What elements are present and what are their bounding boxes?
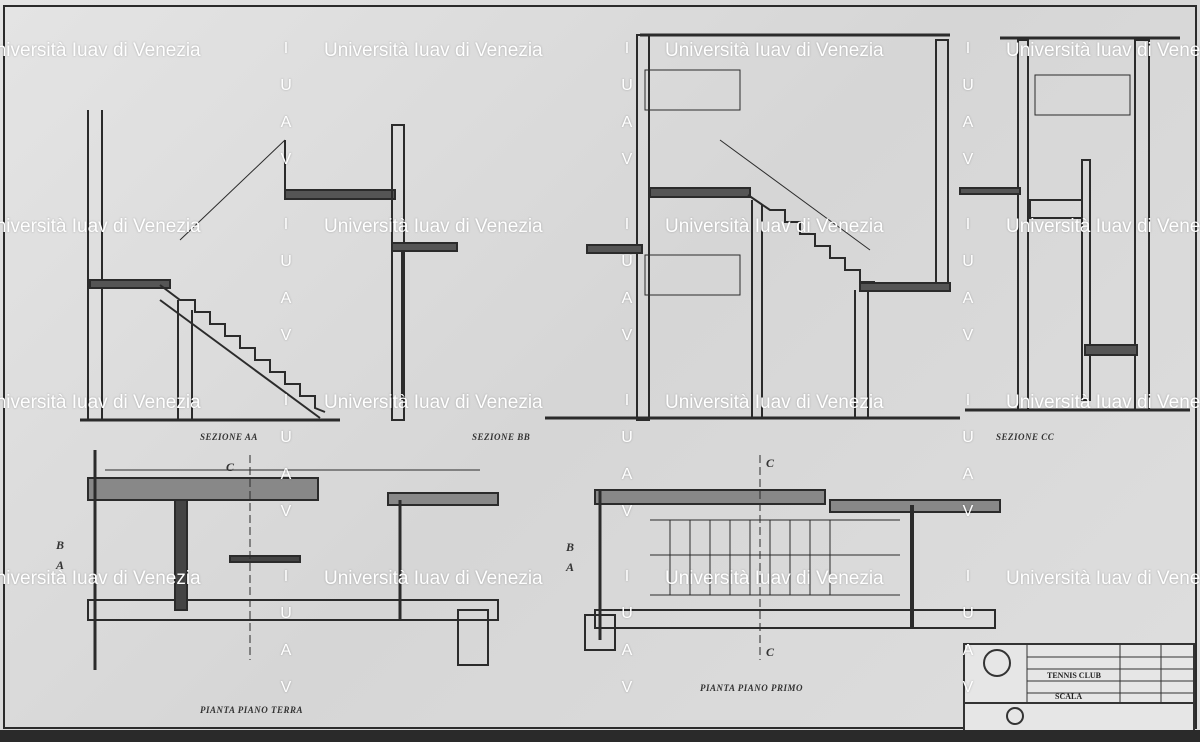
- plan-ground-floor-drawing: [87, 450, 499, 670]
- watermark-letter: I: [283, 216, 289, 233]
- watermark-text: Università Iuav di Venezia: [1006, 40, 1200, 61]
- watermark-text: Università Iuav di Venezia: [324, 216, 543, 237]
- watermark-letter: U: [280, 429, 292, 446]
- watermark-letter: A: [280, 114, 292, 131]
- watermark-letter: V: [621, 151, 633, 168]
- watermark-text: Università Iuav di Venezia: [1006, 568, 1200, 589]
- watermark-text: Università Iuav di Venezia: [324, 568, 543, 589]
- watermark-letter: I: [965, 392, 971, 409]
- watermark-letter: U: [962, 605, 974, 622]
- watermark-letter: U: [962, 253, 974, 270]
- watermark-text: Università Iuav di Venezia: [0, 568, 201, 589]
- watermark-letter: A: [280, 466, 292, 483]
- title-block-grid: [965, 645, 1193, 725]
- watermark-text: Università Iuav di Venezia: [324, 392, 543, 413]
- watermark-letter: U: [962, 77, 974, 94]
- label-section-aa: SEZIONE AA: [200, 432, 258, 442]
- watermark-letter: A: [962, 114, 974, 131]
- watermark-text: Università Iuav di Venezia: [665, 568, 884, 589]
- marker-c-first: C: [766, 456, 775, 470]
- marker-a-first: A: [566, 560, 575, 574]
- section-bb-drawing: [545, 33, 960, 421]
- watermark-letter: A: [621, 466, 633, 483]
- sheet-border: [3, 5, 1197, 729]
- watermark-text: Università Iuav di Venezia: [665, 392, 884, 413]
- watermark-letter: V: [962, 503, 974, 520]
- watermark-letter: A: [621, 114, 633, 131]
- marker-c-first-bottom: C: [766, 645, 775, 659]
- watermark-letter: I: [624, 40, 630, 57]
- watermark-letter: A: [621, 290, 633, 307]
- watermark-text: Università Iuav di Venezia: [665, 216, 884, 237]
- watermark-letter: V: [962, 679, 974, 696]
- watermark-letter: U: [621, 605, 633, 622]
- watermark-letter: I: [965, 40, 971, 57]
- watermark-text: Università Iuav di Venezia: [0, 40, 201, 61]
- label-section-cc: SEZIONE CC: [996, 432, 1055, 442]
- watermark-letter: U: [621, 77, 633, 94]
- label-plan-ground: PIANTA PIANO TERRA: [200, 705, 304, 715]
- watermark-letter: A: [962, 642, 974, 659]
- watermark-letter: V: [280, 151, 292, 168]
- watermark-letter: I: [965, 568, 971, 585]
- section-aa-drawing: [80, 110, 458, 422]
- watermark-letter: I: [283, 568, 289, 585]
- watermark-letter: A: [621, 642, 633, 659]
- plan-first-floor-drawing: [584, 455, 1001, 660]
- watermark-text: Università Iuav di Venezia: [0, 216, 201, 237]
- marker-a-left: A: [56, 558, 65, 572]
- marker-b-first: B: [566, 540, 575, 554]
- watermark-text: Università Iuav di Venezia: [324, 40, 543, 61]
- watermark-letter: A: [962, 290, 974, 307]
- section-cc-drawing: [959, 36, 1190, 412]
- watermark-letter: U: [621, 429, 633, 446]
- watermark-letter: I: [965, 216, 971, 233]
- watermark-text: Università Iuav di Venezia: [1006, 392, 1200, 413]
- watermark-text: Università Iuav di Venezia: [1006, 216, 1200, 237]
- watermark-letter: V: [962, 151, 974, 168]
- watermark-letter: U: [962, 429, 974, 446]
- watermark-letter: I: [283, 392, 289, 409]
- scan-edge: [0, 730, 1200, 742]
- watermark-letter: V: [621, 679, 633, 696]
- label-section-bb: SEZIONE BB: [472, 432, 531, 442]
- marker-b-left: B: [56, 538, 65, 552]
- watermark-text: Università Iuav di Venezia: [665, 40, 884, 61]
- watermark-letter: V: [621, 327, 633, 344]
- watermark-letter: A: [280, 290, 292, 307]
- label-plan-first: PIANTA PIANO PRIMO: [700, 683, 804, 693]
- watermark-letter: U: [280, 77, 292, 94]
- watermark-letter: V: [280, 679, 292, 696]
- watermark-letter: I: [624, 568, 630, 585]
- watermark-letter: V: [621, 503, 633, 520]
- logo-seal-icon: [983, 649, 1011, 677]
- watermark-letter: A: [280, 642, 292, 659]
- watermark-letter: U: [621, 253, 633, 270]
- title-block-subject: SCALA: [1055, 692, 1083, 701]
- title-block-project: TENNIS CLUB: [1047, 671, 1102, 680]
- watermark-letter: U: [280, 605, 292, 622]
- watermark-letter: I: [283, 40, 289, 57]
- watermark-letter: I: [624, 392, 630, 409]
- watermark-letter: V: [962, 327, 974, 344]
- watermark-text: Università Iuav di Venezia: [0, 392, 201, 413]
- watermark-letter: I: [624, 216, 630, 233]
- title-block: TENNIS CLUB SCALA: [963, 643, 1195, 733]
- watermark-letter: U: [280, 253, 292, 270]
- watermark-letter: V: [280, 503, 292, 520]
- watermark-letter: V: [280, 327, 292, 344]
- watermark-letter: A: [962, 466, 974, 483]
- marker-c-top: C: [226, 460, 235, 474]
